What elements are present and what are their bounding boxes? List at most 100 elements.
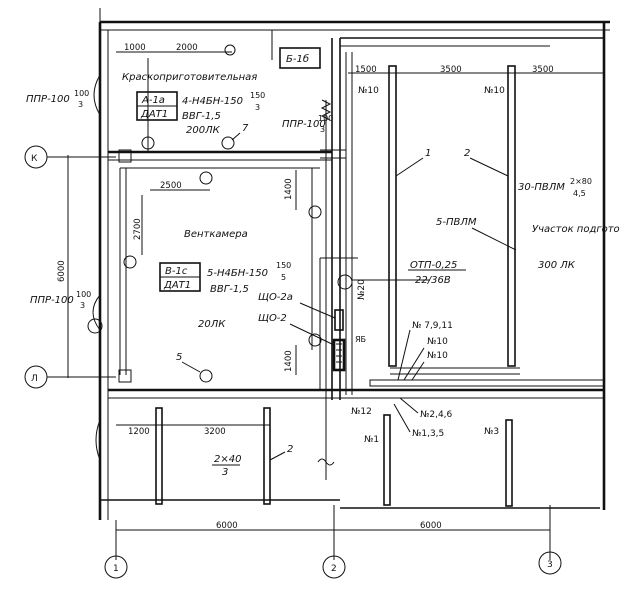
callout-2: 2 <box>464 148 470 159</box>
ceiling-fixtures <box>87 44 353 383</box>
n10-b: №10 <box>484 86 505 96</box>
bottom-frac-den: 3 <box>222 467 228 478</box>
lamp-row-2 <box>507 65 516 367</box>
n12: №12 <box>351 407 372 417</box>
lamp-row-low-4 <box>505 419 513 507</box>
callout-1: 1 <box>425 148 431 159</box>
axis-k: К <box>24 145 116 169</box>
prep-fixture-num: 2×80 <box>570 177 592 186</box>
callout-2b: 2 <box>287 444 293 455</box>
axis-k-label: К <box>31 154 38 164</box>
tag-b1c: В-1с ДАТ1 <box>159 262 201 292</box>
panel-ab: ЯБ <box>355 335 366 344</box>
n1: №1 <box>364 435 379 445</box>
dim-1400b: 1400 <box>284 350 294 372</box>
fixture-circle <box>308 205 322 219</box>
tag-b1c-label: В-1с <box>165 266 188 277</box>
panel-shch-2a <box>334 309 344 331</box>
axis-l-label: Л <box>31 374 38 384</box>
vent-lux: 20ЛК <box>198 319 226 330</box>
axis-3-label: 3 <box>547 560 553 570</box>
fixture-circle <box>224 44 236 56</box>
dim-1000: 1000 <box>124 43 146 53</box>
axis-2-label: 2 <box>331 564 337 574</box>
tag-b1b: Б-1б <box>279 47 321 69</box>
dim-3200: 3200 <box>204 427 226 437</box>
callout-5: 5 <box>176 352 182 363</box>
panel-shch-2 <box>332 338 346 372</box>
n20: №20 <box>357 279 367 300</box>
ppr-mid: ППР-100 <box>282 119 326 130</box>
bottom-frac-num: 2×40 <box>214 454 241 465</box>
prep-line: 5-ПВЛМ <box>436 217 477 228</box>
paint-fixture-den: 3 <box>255 103 260 112</box>
room-vent: Венткамера <box>184 229 248 240</box>
shch-2: ЩО-2 <box>258 313 287 324</box>
lamp-row-low-3 <box>383 414 391 506</box>
room-paint: Краскоприготовительная <box>122 72 257 83</box>
n3: №3 <box>484 427 499 437</box>
otp-volt: 22/36В <box>415 275 451 286</box>
axis-2: 2 <box>322 555 346 579</box>
lamp-row-1 <box>388 65 397 367</box>
ppr-mid-d: 3 <box>320 125 325 134</box>
otp: ОТП-0,25 <box>410 260 457 271</box>
dim-2500: 2500 <box>160 181 182 191</box>
vent-fixture: 5-Н4БН-150 <box>207 268 268 279</box>
dim-1200: 1200 <box>128 427 150 437</box>
fixture-circle <box>308 333 322 347</box>
paint-cable: ВВГ-1,5 <box>182 111 221 122</box>
panel-hatching <box>317 99 342 466</box>
luminaire-rows <box>155 65 516 507</box>
dim-6000a: 6000 <box>216 521 238 531</box>
room-prep: Участок подготовки <box>532 224 620 235</box>
paint-fixture-num: 150 <box>250 91 265 100</box>
axis-1: 1 <box>104 555 128 579</box>
ppr-mid-n: 100 <box>318 114 333 123</box>
lamp-row-low-1 <box>155 407 163 505</box>
prep-lux: 300 ЛК <box>538 260 576 271</box>
n246: №2,4,6 <box>420 410 453 420</box>
dim-6000b: 6000 <box>420 521 442 531</box>
dim-6000v: 6000 <box>57 260 67 282</box>
n10-a: №10 <box>358 86 379 96</box>
axis-l: Л <box>24 365 116 389</box>
dim-3500a: 3500 <box>440 65 462 75</box>
axis-3: 3 <box>538 551 562 575</box>
vent-cable: ВВГ-1,5 <box>210 284 249 295</box>
dim-2000: 2000 <box>176 43 198 53</box>
corridor-cable-runs <box>320 52 605 395</box>
ppr-top: ППР-100 <box>26 94 70 105</box>
prep-fixture: 30-ПВЛМ <box>518 182 565 193</box>
ppr-left-d: 3 <box>80 301 85 310</box>
building-walls <box>92 8 610 520</box>
junction-box <box>118 369 132 383</box>
fixture-circle <box>87 318 103 334</box>
shch-2a: ЩО-2а <box>258 292 293 303</box>
vent-fixture-num: 150 <box>276 261 291 270</box>
fixture-circle <box>199 171 213 185</box>
vent-fixture-den: 5 <box>281 273 286 282</box>
dimension-lines <box>67 51 604 560</box>
dim-1400a: 1400 <box>284 178 294 200</box>
axis-1-label: 1 <box>113 564 119 574</box>
n7911: № 7,9,11 <box>412 321 453 331</box>
dim-1500: 1500 <box>355 65 377 75</box>
tag-a1a-sub: ДАТ1 <box>140 109 168 120</box>
fixture-circle <box>141 136 155 150</box>
n10-c: №10 <box>427 337 448 347</box>
tag-b1c-sub: ДАТ1 <box>163 280 191 291</box>
callout-7: 7 <box>242 123 249 134</box>
paint-fixture: 4-Н4БН-150 <box>182 96 243 107</box>
ppr-left-n: 100 <box>76 290 91 299</box>
fixture-circle <box>123 255 137 269</box>
fixture-circle <box>221 136 235 150</box>
paint-lux: 200ЛК <box>186 125 221 136</box>
tag-b1b-label: Б-1б <box>286 53 309 65</box>
lamp-row-low-2 <box>263 407 271 505</box>
dim-3500b: 3500 <box>532 65 554 75</box>
tag-a1a: А-1а ДАТ1 <box>136 91 178 121</box>
fixture-circle <box>337 274 353 290</box>
junction-box <box>118 149 132 163</box>
